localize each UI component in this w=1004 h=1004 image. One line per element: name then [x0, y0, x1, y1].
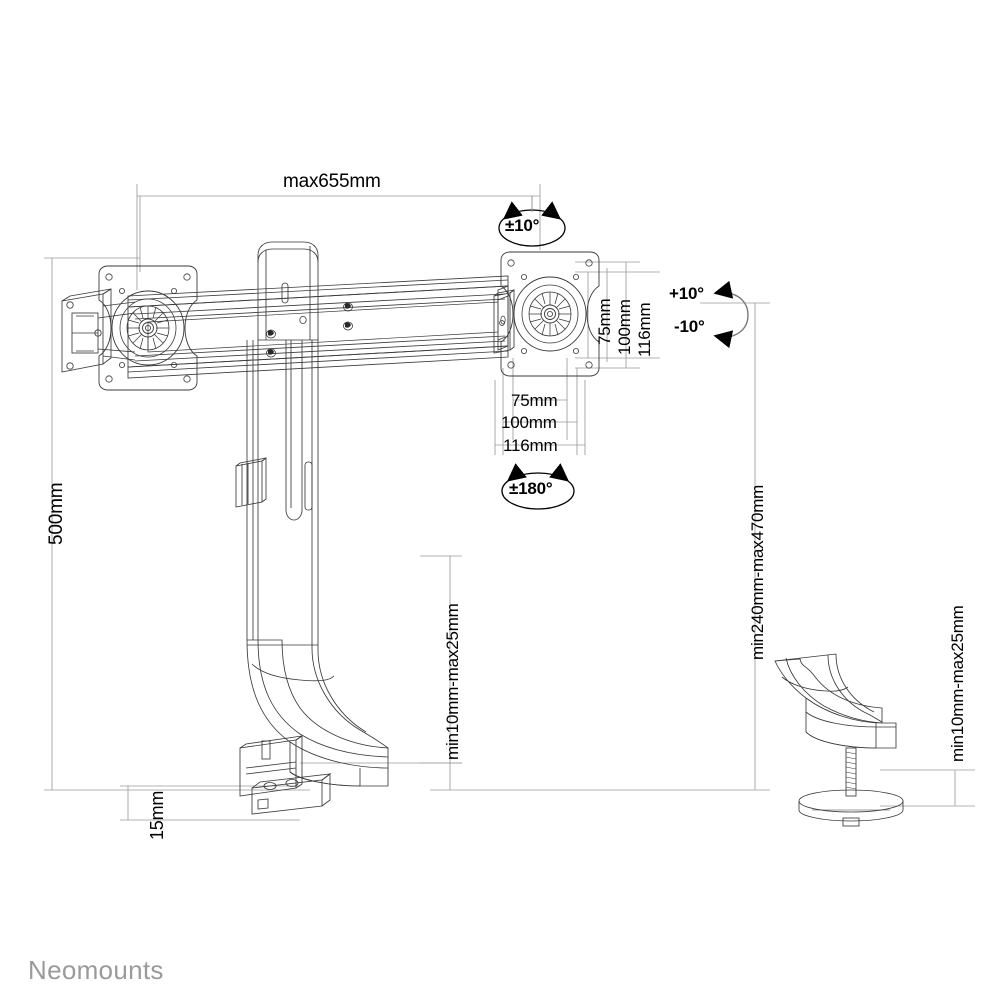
- dimension-lines: [44, 184, 975, 821]
- tilt-down-label: -10°: [674, 317, 705, 336]
- main-column: [235, 340, 319, 640]
- dimension-label-total-height: 500mm: [46, 482, 67, 545]
- column-base-foot: [239, 639, 389, 815]
- vesa-horizontal-75mm: 75mm: [511, 391, 558, 410]
- swivel-angle-top-label: ±10°: [505, 216, 540, 235]
- dimension-label-clamp-thickness: 15mm: [147, 790, 167, 840]
- crossbar-rail: [127, 275, 509, 379]
- dimension-label-desk-thickness-right: min10mm-max25mm: [948, 605, 967, 762]
- vesa-vertical-75mm: 75mm: [595, 298, 614, 345]
- brand-logo: Neomounts: [28, 955, 164, 985]
- tilt-up-label: +10°: [669, 284, 704, 303]
- dimension-label-height-range: min240mm-max470mm: [748, 484, 767, 660]
- dimension-label-width-max: max655mm: [283, 171, 381, 192]
- vesa-horizontal-116mm: 116mm: [503, 436, 558, 455]
- vesa-vertical-100mm: 100mm: [615, 299, 634, 355]
- right-detail-clamp: [774, 653, 904, 827]
- left-hinge-bracket: [61, 288, 136, 373]
- vesa-horizontal-100mm: 100mm: [501, 413, 557, 432]
- right-hinge-bracket: [493, 289, 515, 354]
- rotate-angle-bottom-label: ±180°: [509, 479, 553, 498]
- column-top-cap: [257, 241, 319, 341]
- vesa-vertical-116mm: 116mm: [635, 302, 654, 357]
- dimension-label-desk-thickness-left: min10mm-max25mm: [443, 603, 462, 760]
- right-vesa-plate: [500, 251, 600, 377]
